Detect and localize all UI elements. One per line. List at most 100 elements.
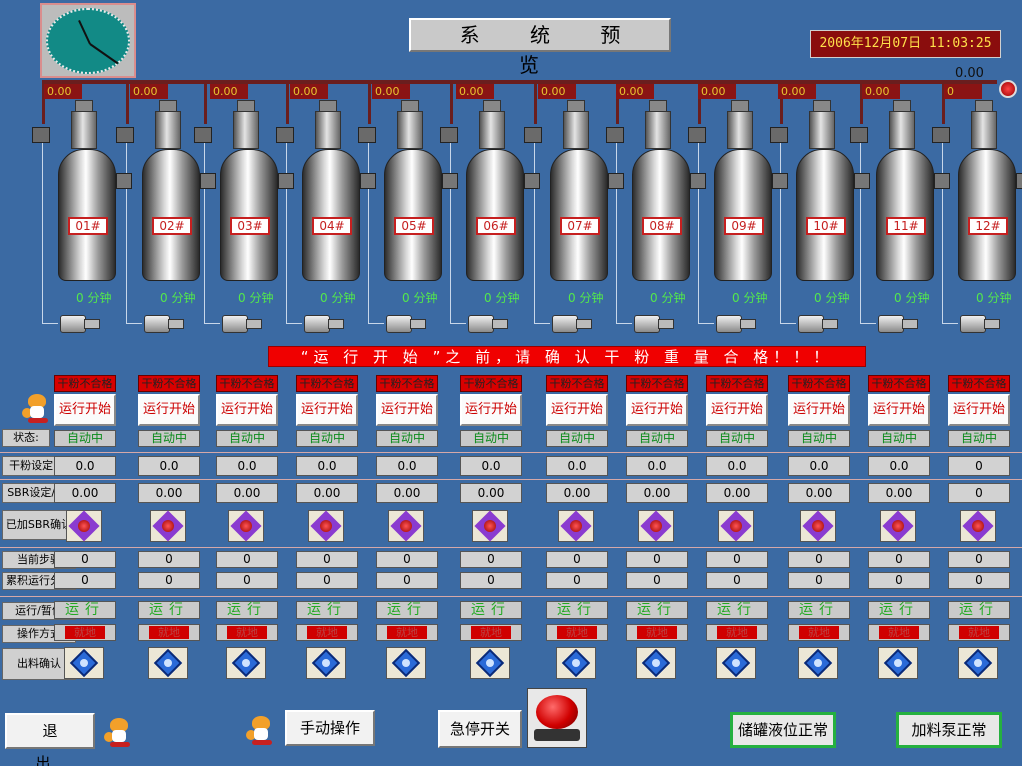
run-pause-toggle[interactable]: 运行	[706, 601, 768, 619]
operation-mode[interactable]: 就地	[460, 624, 522, 641]
discharge-confirm-button[interactable]	[878, 647, 918, 679]
dry-powder-setpoint[interactable]: 0.0	[706, 456, 768, 476]
outlet-valve-icon	[278, 173, 294, 189]
run-pause-toggle[interactable]: 运行	[376, 601, 438, 619]
sbr-setpoint[interactable]: 0.00	[460, 483, 522, 503]
sbr-confirm-button[interactable]	[800, 510, 836, 542]
run-pause-toggle[interactable]: 运行	[216, 601, 278, 619]
run-pause-toggle[interactable]: 运行	[296, 601, 358, 619]
dry-powder-setpoint[interactable]: 0.0	[376, 456, 438, 476]
run-start-button[interactable]: 运行开始	[138, 394, 200, 426]
inlet-valve-icon	[850, 127, 868, 143]
run-start-button[interactable]: 运行开始	[460, 394, 522, 426]
sbr-setpoint[interactable]: 0.00	[54, 483, 116, 503]
feed-pump-indicator-icon[interactable]	[995, 78, 1021, 100]
sbr-setpoint[interactable]: 0.00	[296, 483, 358, 503]
run-start-button[interactable]: 运行开始	[706, 394, 768, 426]
sbr-setpoint[interactable]: 0.00	[376, 483, 438, 503]
operation-mode[interactable]: 就地	[706, 624, 768, 641]
sbr-setpoint[interactable]: 0.00	[706, 483, 768, 503]
run-start-button[interactable]: 运行开始	[868, 394, 930, 426]
run-start-button[interactable]: 运行开始	[54, 394, 116, 426]
exit-button[interactable]: 退 出	[5, 713, 95, 766]
run-pause-toggle[interactable]: 运行	[460, 601, 522, 619]
cumulative-minutes-value: 0	[54, 572, 116, 589]
sbr-confirm-button[interactable]	[388, 510, 424, 542]
discharge-confirm-button[interactable]	[306, 647, 346, 679]
run-start-button[interactable]: 运行开始	[296, 394, 358, 426]
auto-status: 自动中	[54, 430, 116, 447]
run-pause-toggle[interactable]: 运行	[868, 601, 930, 619]
operation-mode[interactable]: 就地	[788, 624, 850, 641]
dry-powder-setpoint[interactable]: 0.0	[138, 456, 200, 476]
run-start-button[interactable]: 运行开始	[546, 394, 608, 426]
discharge-confirm-button[interactable]	[148, 647, 188, 679]
sbr-confirm-button[interactable]	[66, 510, 102, 542]
dry-powder-setpoint[interactable]: 0.0	[788, 456, 850, 476]
sbr-confirm-button[interactable]	[472, 510, 508, 542]
tank-timer: 0 分钟	[894, 291, 930, 305]
run-pause-toggle[interactable]: 运行	[788, 601, 850, 619]
current-step-value: 0	[216, 551, 278, 568]
operation-mode[interactable]: 就地	[948, 624, 1010, 641]
operation-mode[interactable]: 就地	[868, 624, 930, 641]
sbr-setpoint[interactable]: 0.00	[626, 483, 688, 503]
dry-powder-setpoint[interactable]: 0.0	[296, 456, 358, 476]
sbr-setpoint[interactable]: 0.00	[216, 483, 278, 503]
run-start-button[interactable]: 运行开始	[948, 394, 1010, 426]
run-pause-toggle[interactable]: 运行	[948, 601, 1010, 619]
sbr-confirm-button[interactable]	[308, 510, 344, 542]
run-pause-toggle[interactable]: 运行	[546, 601, 608, 619]
agitator-motor-icon	[727, 111, 753, 149]
dry-powder-setpoint[interactable]: 0.0	[546, 456, 608, 476]
discharge-confirm-button[interactable]	[386, 647, 426, 679]
sbr-confirm-button[interactable]	[880, 510, 916, 542]
sbr-confirm-button[interactable]	[638, 510, 674, 542]
feed-pump-status-button[interactable]: 加料泵正常	[896, 712, 1002, 748]
sbr-setpoint[interactable]: 0.00	[546, 483, 608, 503]
discharge-confirm-button[interactable]	[958, 647, 998, 679]
dry-powder-setpoint[interactable]: 0.0	[216, 456, 278, 476]
run-start-button[interactable]: 运行开始	[626, 394, 688, 426]
sbr-confirm-button[interactable]	[228, 510, 264, 542]
dry-powder-setpoint[interactable]: 0.0	[54, 456, 116, 476]
run-pause-toggle[interactable]: 运行	[138, 601, 200, 619]
emergency-stop-button-icon[interactable]	[527, 688, 587, 748]
manual-operation-button[interactable]: 手动操作	[285, 710, 375, 746]
discharge-confirm-button[interactable]	[636, 647, 676, 679]
discharge-confirm-button[interactable]	[470, 647, 510, 679]
sbr-confirm-button[interactable]	[718, 510, 754, 542]
run-start-button[interactable]: 运行开始	[216, 394, 278, 426]
sbr-confirm-button[interactable]	[150, 510, 186, 542]
discharge-confirm-button[interactable]	[798, 647, 838, 679]
pump-icon	[304, 313, 344, 335]
sbr-confirm-button[interactable]	[960, 510, 996, 542]
discharge-confirm-button[interactable]	[64, 647, 104, 679]
discharge-confirm-button[interactable]	[556, 647, 596, 679]
sbr-confirm-button[interactable]	[558, 510, 594, 542]
dry-powder-setpoint[interactable]: 0.0	[626, 456, 688, 476]
sbr-setpoint[interactable]: 0.00	[868, 483, 930, 503]
operation-mode[interactable]: 就地	[54, 624, 116, 641]
discharge-confirm-button[interactable]	[226, 647, 266, 679]
operation-mode[interactable]: 就地	[546, 624, 608, 641]
clock-face	[46, 8, 130, 74]
operation-mode[interactable]: 就地	[376, 624, 438, 641]
dry-powder-setpoint[interactable]: 0.0	[460, 456, 522, 476]
run-pause-toggle[interactable]: 运行	[54, 601, 116, 619]
sbr-setpoint[interactable]: 0.00	[138, 483, 200, 503]
operation-mode[interactable]: 就地	[216, 624, 278, 641]
sbr-setpoint[interactable]: 0.00	[788, 483, 850, 503]
operation-mode[interactable]: 就地	[296, 624, 358, 641]
run-start-button[interactable]: 运行开始	[788, 394, 850, 426]
operation-mode[interactable]: 就地	[138, 624, 200, 641]
sbr-setpoint[interactable]: 0	[948, 483, 1010, 503]
tank-level-status-button[interactable]: 储罐液位正常	[730, 712, 836, 748]
dry-powder-setpoint[interactable]: 0.0	[868, 456, 930, 476]
run-pause-toggle[interactable]: 运行	[626, 601, 688, 619]
operation-mode[interactable]: 就地	[626, 624, 688, 641]
discharge-confirm-button[interactable]	[716, 647, 756, 679]
run-start-button[interactable]: 运行开始	[376, 394, 438, 426]
dry-powder-setpoint[interactable]: 0	[948, 456, 1010, 476]
